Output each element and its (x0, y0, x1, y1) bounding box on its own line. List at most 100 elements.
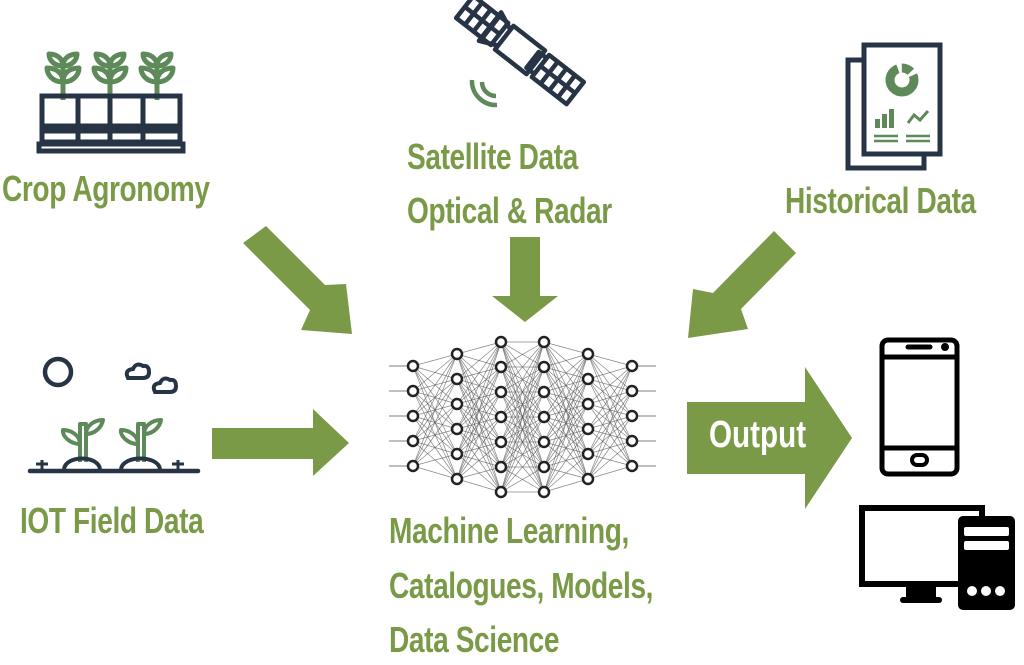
arrow-historical-to-ml (688, 231, 796, 338)
satellite-label-line1: Satellite Data (407, 136, 578, 177)
satellite-label-line2: Optical & Radar (407, 190, 612, 231)
nn-node (406, 434, 420, 448)
neural-network-icon (389, 335, 656, 499)
nn-edge (587, 465, 633, 480)
nn-edge (456, 366, 502, 480)
nn-node (494, 485, 508, 499)
nn-node (450, 447, 464, 461)
nn-edge (412, 428, 458, 467)
nn-edge (543, 478, 589, 493)
nn-edge (587, 365, 633, 380)
nn-edge (543, 353, 589, 368)
nn-edge (587, 365, 633, 480)
nn-node (581, 372, 595, 386)
nn-node (537, 335, 551, 349)
nn-edge (543, 353, 589, 443)
nn-edge (456, 341, 502, 480)
nn-edge (587, 353, 633, 367)
nn-edge (543, 453, 589, 493)
sun-icon (42, 356, 74, 388)
ml-label-line3: Data Science (389, 619, 560, 660)
nn-edge (543, 341, 589, 355)
nn-node (494, 460, 508, 474)
nn-edge (456, 416, 502, 480)
nn-edge (543, 353, 589, 418)
nn-node (581, 447, 595, 461)
arrow-satellite-to-ml (492, 237, 558, 322)
nn-node (537, 460, 551, 474)
nn-edge (500, 416, 545, 493)
nn-node (450, 372, 464, 386)
nn-node (537, 360, 551, 374)
output-label: Output (709, 414, 807, 456)
iot-field-data-label: IOT Field Data (20, 500, 204, 541)
nn-node (494, 435, 508, 449)
nn-node (450, 422, 464, 436)
ml-label-line1: Machine Learning, (389, 510, 629, 551)
plant-sprout-1 (44, 51, 82, 100)
nn-edge (543, 353, 589, 493)
nn-edge (456, 466, 502, 480)
nn-node (581, 422, 595, 436)
nn-edge (456, 341, 502, 380)
nn-node (494, 385, 508, 399)
nn-node (450, 347, 464, 361)
nn-edge (456, 341, 502, 355)
nn-node (625, 459, 639, 473)
nn-edge (587, 365, 633, 430)
nn-edge (456, 478, 502, 493)
nn-edge (412, 465, 458, 480)
nn-node (581, 347, 595, 361)
nn-node (450, 397, 464, 411)
nn-node (537, 385, 551, 399)
satellite-icon (453, 0, 587, 108)
nn-node (581, 472, 595, 486)
nn-node (494, 410, 508, 424)
report-document-icon (845, 42, 943, 171)
nn-edge (412, 353, 458, 467)
nn-node (625, 434, 639, 448)
nn-edge (412, 353, 458, 442)
nn-edge (500, 341, 545, 443)
crop-agronomy-label: Crop Agronomy (2, 168, 210, 209)
nn-edge (500, 341, 545, 468)
arrow-crop-to-ml (243, 226, 352, 334)
nn-edge (456, 341, 502, 405)
nn-node (406, 409, 420, 423)
arrow-iot-to-ml (212, 409, 349, 476)
desktop-computer-icon (859, 505, 1015, 610)
nn-edge (500, 341, 545, 493)
crop-planter-icon (36, 51, 186, 154)
cloud-icon (151, 376, 179, 394)
nn-edge (412, 403, 458, 467)
nn-edge (412, 378, 458, 467)
nn-edge (456, 341, 502, 455)
cloud-icon (124, 362, 152, 380)
nn-edge (412, 353, 458, 367)
nn-edge (412, 353, 458, 417)
nn-node (494, 360, 508, 374)
nn-edge (412, 353, 458, 392)
nn-node (625, 359, 639, 373)
nn-edge (456, 391, 502, 480)
nn-edge (587, 415, 633, 480)
nn-edge (587, 365, 633, 455)
arrow-output[interactable] (687, 367, 852, 509)
nn-node (406, 459, 420, 473)
nn-edge (500, 366, 545, 493)
nn-edge (587, 390, 633, 480)
plant-sprout-2 (91, 51, 129, 100)
nn-edge (587, 365, 633, 405)
nn-edge (543, 403, 589, 493)
historical-data-label: Historical Data (785, 180, 976, 221)
nn-edge (587, 440, 633, 480)
nn-node (494, 335, 508, 349)
nn-edge (500, 341, 545, 393)
nn-edge (500, 441, 545, 493)
nn-node (406, 359, 420, 373)
field-sprouts-icon (27, 356, 201, 474)
nn-node (406, 384, 420, 398)
ml-label-line2: Catalogues, Models, (389, 565, 654, 606)
nn-edge (456, 441, 502, 480)
nn-node (537, 410, 551, 424)
